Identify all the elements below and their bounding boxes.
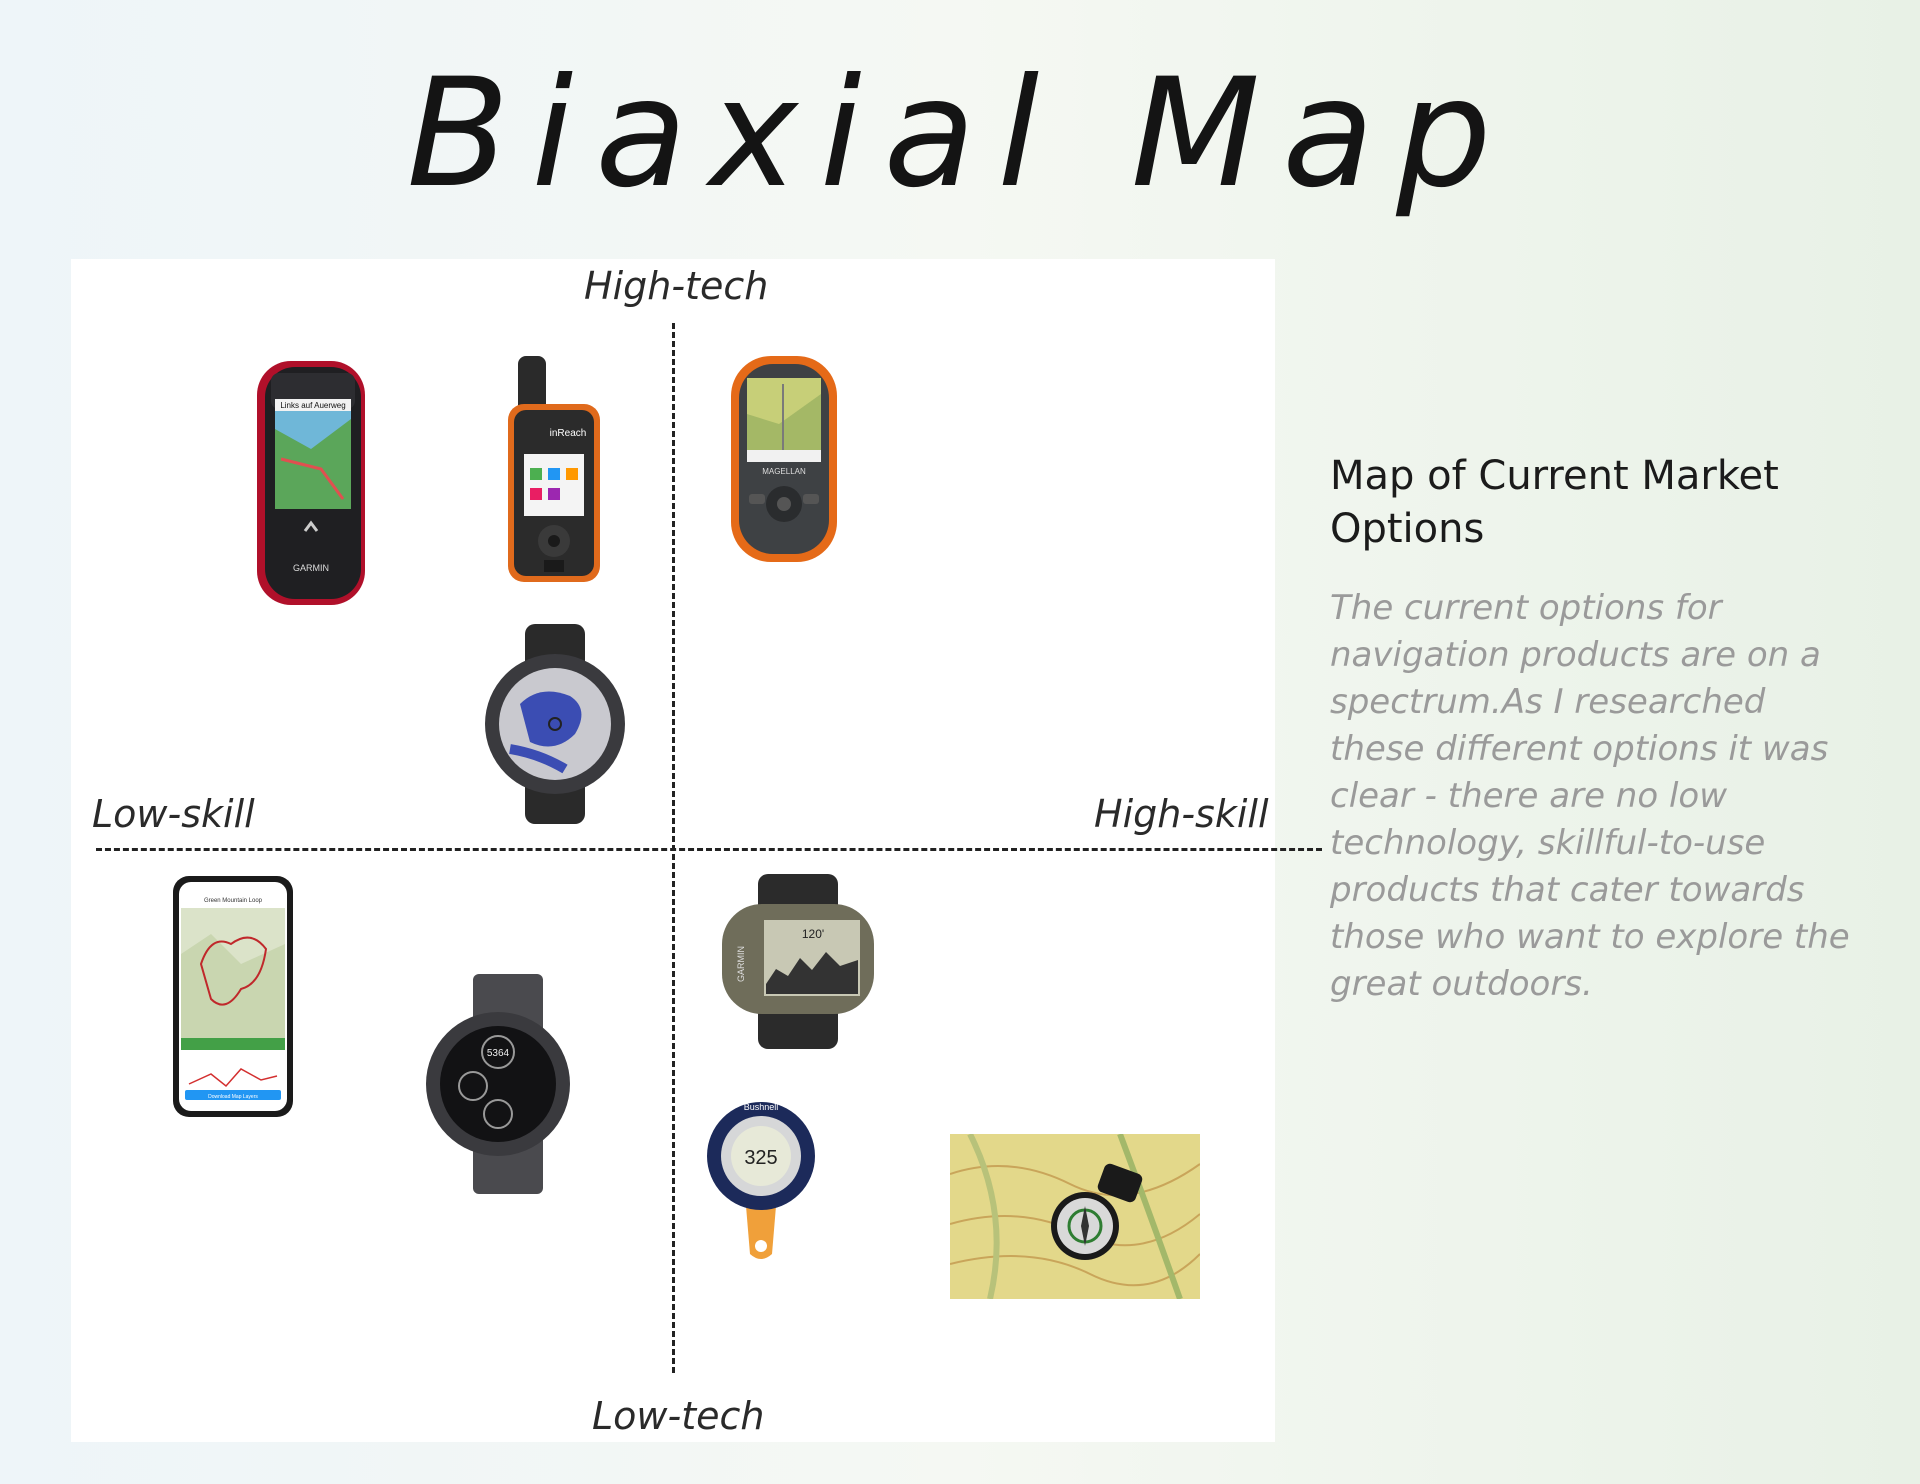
brand-text: GARMIN <box>736 946 746 982</box>
satellite-communicator-icon: inReach <box>504 356 604 586</box>
screen-text: Links auf Auerweg <box>280 401 345 410</box>
axis-label-low-tech: Low-tech <box>592 1394 765 1438</box>
page-title: Biaxial Map <box>406 47 1514 221</box>
button-text: Download Map Layers <box>208 1094 258 1100</box>
phone-map-app-icon: Green Mountain Loop Download Map Layers <box>171 874 295 1119</box>
axis-label-high-tech: High-tech <box>584 264 769 308</box>
handheld-gps-orange-icon: MAGELLAN <box>729 354 839 564</box>
screen-text: MAGELLAN <box>762 467 806 476</box>
screen-text: 5364 <box>487 1048 510 1059</box>
screen-text: 325 <box>744 1147 777 1169</box>
horizontal-axis-skill <box>96 848 1322 851</box>
sidebar-description: The current options for navigation produ… <box>1330 588 1850 1004</box>
compass-on-map-icon <box>950 1134 1200 1299</box>
axis-label-high-skill: High-skill <box>1094 792 1269 836</box>
digital-compass-icon: 325 Bushnell <box>706 1086 816 1266</box>
screen-text: Green Mountain Loop <box>204 898 263 904</box>
biaxial-map-panel: High-tech Low-tech Low-skill High-skill … <box>71 259 1322 1442</box>
smartwatch-map-icon <box>470 624 640 824</box>
brand-text: Bushnell <box>744 1102 779 1112</box>
screen-text: inReach <box>550 428 587 439</box>
handheld-gps-red-icon: Links auf Auerweg GARMIN <box>251 359 371 609</box>
brand-text: GARMIN <box>293 563 329 573</box>
wrist-gps-icon: 120' GARMIN <box>718 874 878 1049</box>
screen-text: 120' <box>802 927 824 941</box>
metal-smartwatch-icon: 5364 <box>403 974 578 1194</box>
axis-label-low-skill: Low-skill <box>92 792 255 836</box>
sidebar-heading: Map of Current Market Options <box>1330 453 1779 552</box>
